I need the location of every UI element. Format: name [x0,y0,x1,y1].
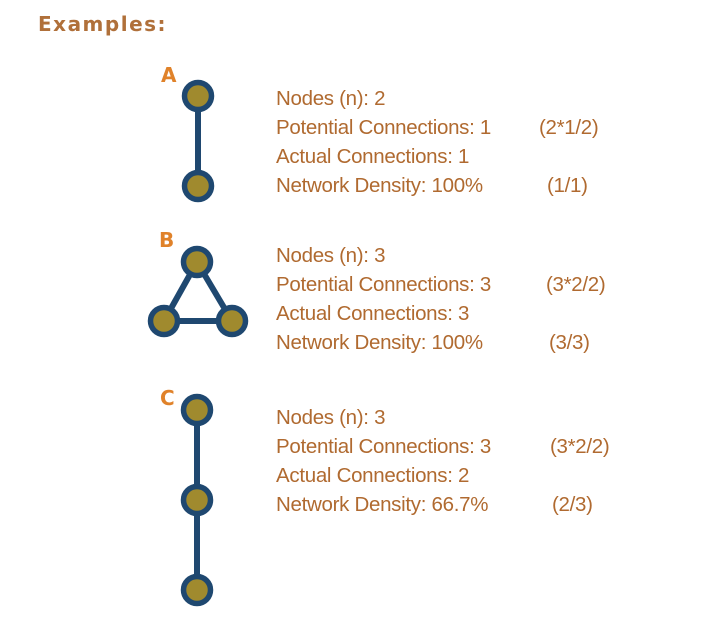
density-line-b: Network Density: 100% (3/3) [276,328,590,357]
examples-heading: Examples: [38,12,168,36]
potential-text-a: Potential Connections: 1 [276,116,492,139]
nodes-line-c: Nodes (n): 3 [276,403,491,432]
potential-calc-b: (3*2/2) [546,273,606,296]
density-calc-c: (2/3) [552,493,593,516]
info-block-b: Nodes (n): 3 Potential Connections: 3 (3… [276,241,606,357]
potential-line-c: Potential Connections: 3 (3*2/2) [276,432,610,461]
density-line-a: Network Density: 100% (1/1) [276,171,588,200]
density-text-a: Network Density: 100% [276,174,483,197]
info-block-c: Nodes (n): 3 Potential Connections: 3 (3… [276,403,610,519]
node-a-2 [181,169,215,203]
potential-text-b: Potential Connections: 3 [276,273,492,296]
graph-c: C [160,386,214,607]
example-label-b: B [159,228,174,252]
node-b-3 [215,304,249,338]
potential-calc-a: (2*1/2) [539,116,599,139]
graph-b: B [147,228,249,338]
potential-calc-c: (3*2/2) [550,435,610,458]
node-a-1 [181,79,215,113]
nodes-text-b: Nodes (n): 3 [276,244,386,267]
actual-line-c: Actual Connections: 2 [276,461,491,490]
density-text-c: Network Density: 66.7% [276,493,489,516]
actual-line-a: Actual Connections: 1 [276,142,491,171]
nodes-text-a: Nodes (n): 2 [276,87,386,110]
density-text-b: Network Density: 100% [276,331,483,354]
potential-text-c: Potential Connections: 3 [276,435,492,458]
nodes-line-a: Nodes (n): 2 [276,84,491,113]
density-calc-b: (3/3) [549,331,590,354]
node-c-3 [180,573,214,607]
node-c-2 [180,483,214,517]
info-block-a: Nodes (n): 2 Potential Connections: 1 (2… [276,84,599,200]
potential-line-a: Potential Connections: 1 (2*1/2) [276,113,599,142]
example-label-c: C [160,386,175,410]
nodes-text-c: Nodes (n): 3 [276,406,386,429]
nodes-line-b: Nodes (n): 3 [276,241,491,270]
potential-line-b: Potential Connections: 3 (3*2/2) [276,270,606,299]
graph-a: A [161,63,215,203]
density-calc-a: (1/1) [547,174,588,197]
actual-text-a: Actual Connections: 1 [276,145,470,168]
actual-text-b: Actual Connections: 3 [276,302,470,325]
node-b-1 [180,245,214,279]
node-c-1 [180,393,214,427]
node-b-2 [147,304,181,338]
actual-text-c: Actual Connections: 2 [276,464,470,487]
density-line-c: Network Density: 66.7% (2/3) [276,490,593,519]
example-label-a: A [161,63,177,87]
actual-line-b: Actual Connections: 3 [276,299,491,328]
